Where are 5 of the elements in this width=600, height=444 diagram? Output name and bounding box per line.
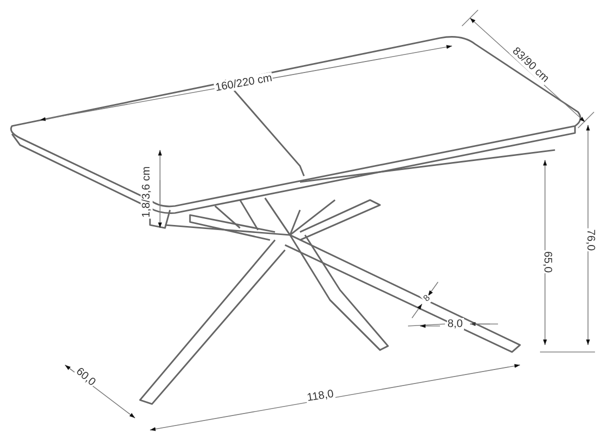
dimension-label: 65,0 — [541, 250, 554, 274]
dimension-label: 1,8/3,6 cm — [140, 165, 152, 219]
dimension-label: 118,0 — [304, 388, 335, 404]
dimension-label: 76,0 — [584, 228, 596, 252]
dimension-label: 8,0 — [446, 318, 464, 330]
